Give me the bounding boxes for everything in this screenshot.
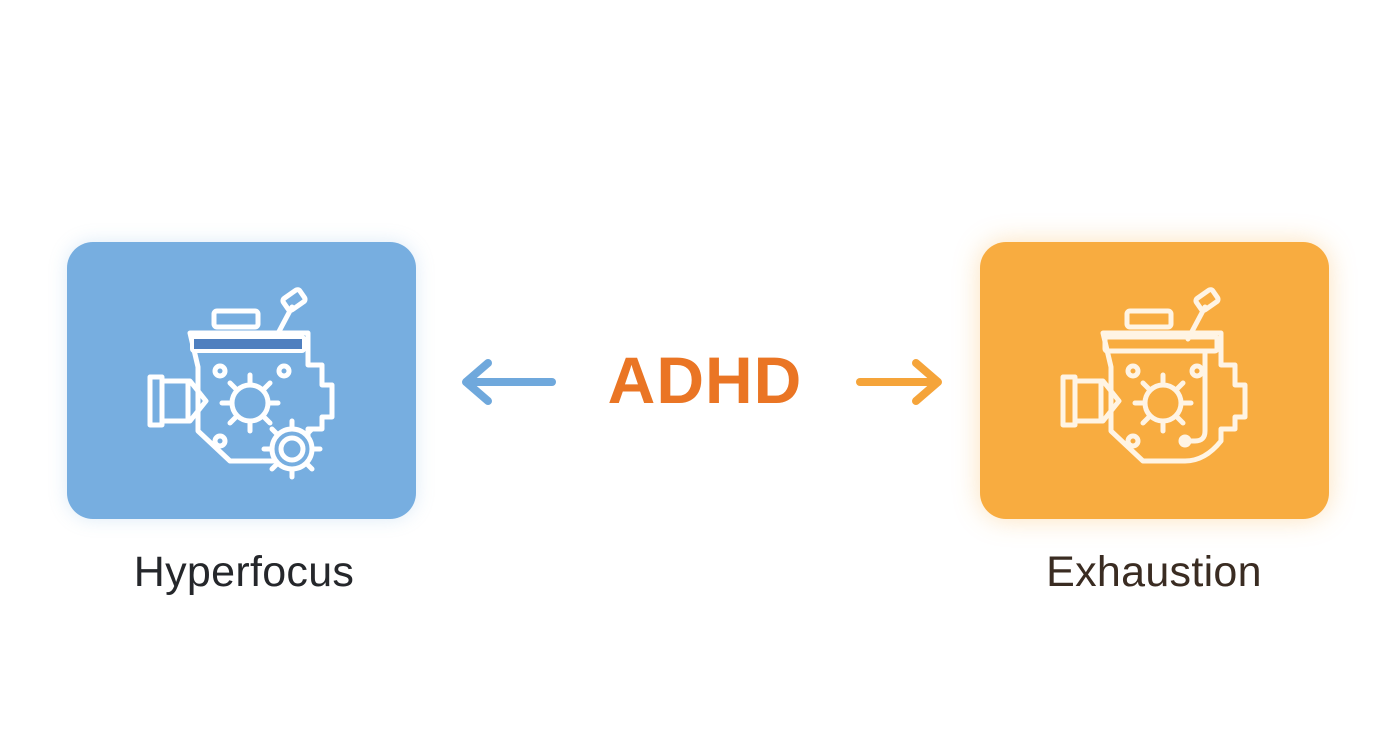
arrow-left-icon xyxy=(462,359,556,405)
exhaustion-card xyxy=(980,242,1329,519)
engine-icon xyxy=(1060,286,1247,463)
engine-gears-icon xyxy=(147,286,334,479)
arrow-right-icon xyxy=(856,359,942,405)
adhd-title: ADHD xyxy=(607,343,803,417)
hyperfocus-label: Hyperfocus xyxy=(133,548,355,596)
exhaustion-label: Exhaustion xyxy=(1046,548,1262,596)
hyperfocus-card xyxy=(67,242,416,519)
